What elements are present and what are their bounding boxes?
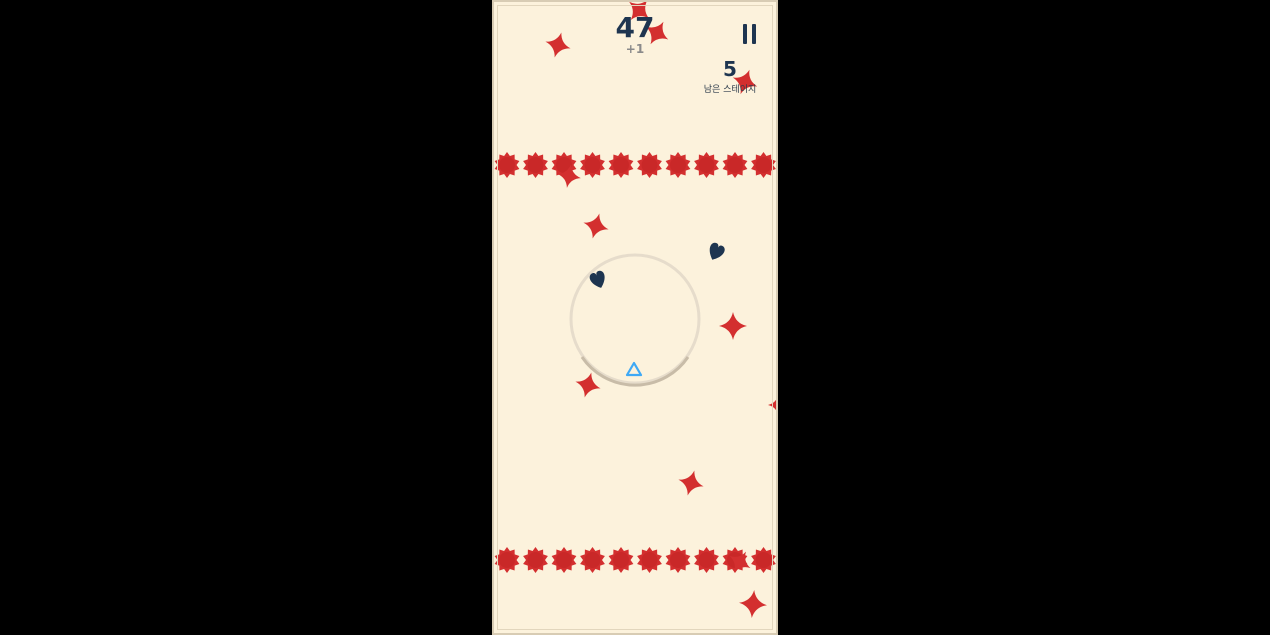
heart-icon <box>589 270 605 288</box>
shuriken-icon <box>629 2 649 20</box>
shuriken-icon <box>768 399 776 411</box>
spike-ball-icon <box>665 152 691 178</box>
spike-ball-icon <box>751 152 776 178</box>
shuriken-icon <box>729 551 751 573</box>
spike-ball-icon <box>523 547 548 573</box>
spike-ball-icon <box>665 547 691 573</box>
shuriken-icon <box>575 372 601 398</box>
shuriken-icon <box>678 470 704 496</box>
spike-wall-top <box>494 152 776 178</box>
spike-ball-icon <box>751 547 776 573</box>
game-panel[interactable]: 47 +1 5 남은 스테이지 <box>492 0 778 635</box>
stages-remaining-label: 남은 스테이지 <box>703 85 757 95</box>
shuriken-icon <box>645 21 669 45</box>
pause-icon <box>743 24 747 44</box>
score-counter: 47 <box>615 11 655 44</box>
pause-button[interactable] <box>738 22 762 46</box>
spike-ball-icon <box>523 152 548 178</box>
spike-ball-icon <box>494 547 520 573</box>
spike-ball-icon <box>608 152 634 178</box>
spike-ball-icon <box>694 547 719 573</box>
spike-ball-icon <box>694 152 719 178</box>
pause-icon <box>752 24 756 44</box>
spike-ball-icon <box>494 152 520 178</box>
spike-ball-icon <box>580 152 605 178</box>
spike-wall-bottom <box>494 547 776 573</box>
spike-ball-icon <box>722 152 748 178</box>
stages-remaining-count: 5 <box>723 57 737 81</box>
shuriken-icon <box>739 590 767 618</box>
score-delta: +1 <box>625 42 645 56</box>
spike-ball-icon <box>551 547 577 573</box>
shuriken-icon <box>719 312 747 340</box>
orbit-arc <box>580 356 690 387</box>
spike-ball-icon <box>637 152 662 178</box>
shuriken-icon <box>583 213 609 239</box>
spike-ball-icon <box>637 547 662 573</box>
heart-icon <box>709 242 725 260</box>
shuriken-icon <box>732 69 758 95</box>
shuriken-icon <box>545 32 571 58</box>
player-triangle-icon[interactable] <box>625 361 643 377</box>
shuriken-group <box>545 2 776 618</box>
spike-ball-icon <box>608 547 634 573</box>
spike-ball-icon <box>580 547 605 573</box>
orbit-ring <box>569 253 701 385</box>
shuriken-icon <box>557 164 581 188</box>
playfield[interactable] <box>494 2 776 633</box>
